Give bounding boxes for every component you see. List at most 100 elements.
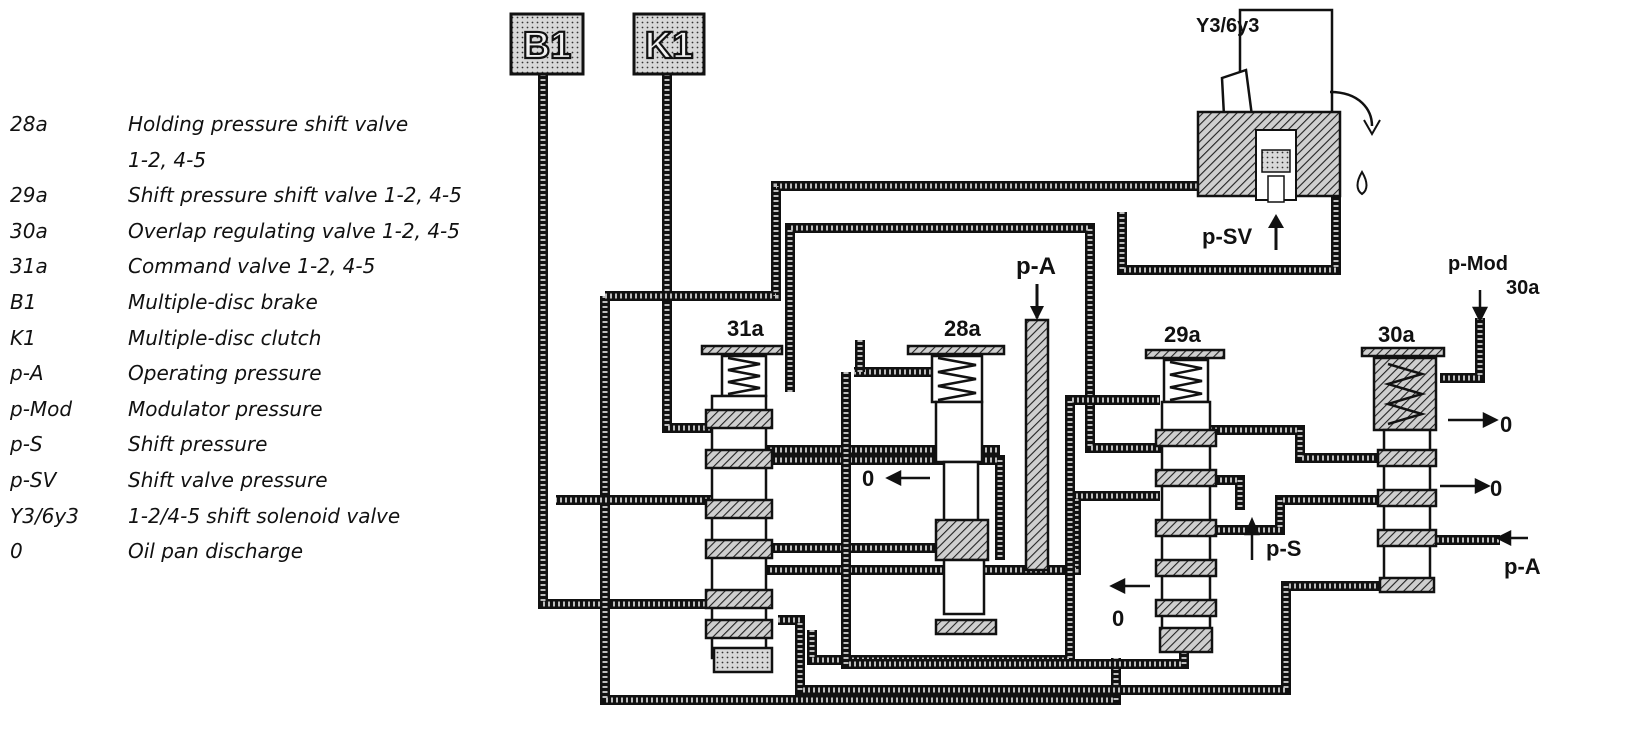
valve-cap: [700, 344, 784, 356]
solenoid-valve-y3-6y3: Y3/6y3 p-SV: [1196, 8, 1381, 250]
spool-land: [704, 498, 774, 520]
channel-fill: [1440, 318, 1483, 381]
legend-row: 30a Overlap regulating valve 1-2, 4-5: [10, 219, 530, 255]
legend-code: 29a: [10, 183, 48, 208]
channel-fill: [760, 493, 1160, 573]
legend-code: p-Mod: [10, 396, 73, 421]
legend-row: 31a Command valve 1-2, 4-5: [10, 254, 530, 290]
valve-bottom: [712, 646, 774, 674]
valve-31a: [700, 344, 784, 674]
valve-body: [934, 400, 984, 464]
legend-row: 28a Holding pressure shift valve: [10, 112, 530, 148]
legend-row: 1-2, 4-5: [10, 148, 530, 184]
legend-description: Shift pressure shift valve 1-2, 4-5: [128, 183, 462, 208]
channel-fill: [664, 74, 712, 431]
legend-code: p-S: [10, 432, 43, 457]
spring: [937, 356, 977, 402]
spool-land: [1154, 598, 1218, 618]
legend-row: Y3/6y3 1-2/4-5 shift solenoid valve: [10, 504, 530, 540]
spool-land: [1376, 448, 1438, 468]
pa-right-label: p-A: [1504, 554, 1541, 579]
legend-description: Modulator pressure: [128, 396, 323, 421]
valve-30a-top-label: 30a: [1506, 277, 1540, 299]
legend-code: 28a: [10, 112, 48, 136]
valve-29a: [1144, 348, 1226, 654]
ps-label: p-S: [1266, 536, 1301, 561]
legend-description: Operating pressure: [128, 361, 322, 386]
pmod-label: p-Mod: [1448, 253, 1508, 275]
discharge-28a-label: 0: [862, 466, 874, 491]
b1-box: B1: [509, 12, 585, 76]
channel-fill: [787, 225, 1188, 451]
legend-description: Overlap regulating valve 1-2, 4-5: [128, 218, 461, 243]
legend-row: 29a Shift pressure shift valve 1-2, 4-5: [10, 183, 530, 219]
valve-cap: [906, 344, 1006, 356]
spool-stem: [942, 460, 980, 524]
valve-28a-label: 28a: [944, 316, 981, 341]
channel-fill: [809, 397, 1160, 663]
spool-land: [1154, 558, 1218, 578]
spool-land: [1376, 488, 1438, 508]
valve-cap: [1360, 346, 1446, 358]
spool-land: [704, 618, 774, 640]
legend-description: 1-2/4-5 shift solenoid valve: [128, 503, 401, 528]
channel-outline: [1210, 425, 1380, 463]
channel-outline: [1208, 495, 1380, 535]
spool-land: [934, 518, 990, 562]
channel-outline: [662, 74, 712, 433]
discharge-30a-lower-label: 0: [1490, 476, 1502, 501]
k1-box: K1: [632, 12, 706, 76]
legend-description: Multiple-disc brake: [128, 289, 318, 314]
spool-land: [704, 538, 774, 560]
legend-description: 1-2, 4-5: [128, 147, 207, 172]
flow-arrows: [885, 290, 1528, 595]
channel-outline: [841, 372, 1189, 669]
legend-description: Holding pressure shift valve: [128, 112, 409, 136]
spool-land: [1154, 428, 1218, 448]
spool-land: [1154, 468, 1218, 488]
valve-31a-label: 31a: [727, 316, 764, 341]
spring: [1383, 362, 1427, 426]
legend-code: K1: [10, 325, 36, 350]
legend-row: B1 Multiple-disc brake: [10, 290, 530, 326]
channel-fill: [540, 74, 712, 607]
b1-box-label: B1: [523, 25, 572, 67]
valve-bottom: [1158, 626, 1214, 654]
valve-bottom: [1378, 576, 1436, 594]
valve-30a: [1360, 346, 1446, 594]
legend-code: Y3/6y3: [10, 503, 79, 528]
discharge-29a-label: 0: [1112, 606, 1124, 631]
channel-outline: [778, 581, 1420, 695]
channel-outline: [1440, 318, 1485, 383]
legend-code: 31a: [10, 254, 48, 279]
channel-fill: [1208, 497, 1380, 533]
valve-28a: [906, 344, 1006, 636]
legend-code: B1: [10, 289, 37, 314]
spool-land: [704, 588, 774, 610]
spool-land: [1154, 518, 1218, 538]
discharge-30a-upper-label: 0: [1500, 412, 1512, 437]
valve-30a-label: 30a: [1378, 322, 1415, 347]
legend-description: Command valve 1-2, 4-5: [128, 254, 376, 279]
legend-code: 30a: [10, 218, 48, 243]
solenoid-label: Y3/6y3: [1196, 15, 1259, 37]
hydraulic-channels: [538, 74, 1500, 705]
legend-code: p-SV: [10, 467, 57, 492]
psv-label: p-SV: [1202, 224, 1252, 249]
k1-box-label: K1: [645, 25, 694, 67]
legend-description: Multiple-disc clutch: [128, 325, 322, 350]
spring: [1169, 360, 1203, 402]
channel-outline: [538, 74, 712, 609]
legend-code: 0: [10, 539, 23, 564]
valve-cap: [1144, 348, 1226, 360]
valve-29a-label: 29a: [1164, 322, 1201, 347]
channel-fill: [843, 372, 1187, 667]
channel-fill: [1210, 477, 1243, 510]
legend-row: p-Mod Modulator pressure: [10, 397, 530, 433]
legend-description: Shift pressure: [128, 432, 268, 457]
legend-description: Oil pan discharge: [128, 539, 304, 564]
